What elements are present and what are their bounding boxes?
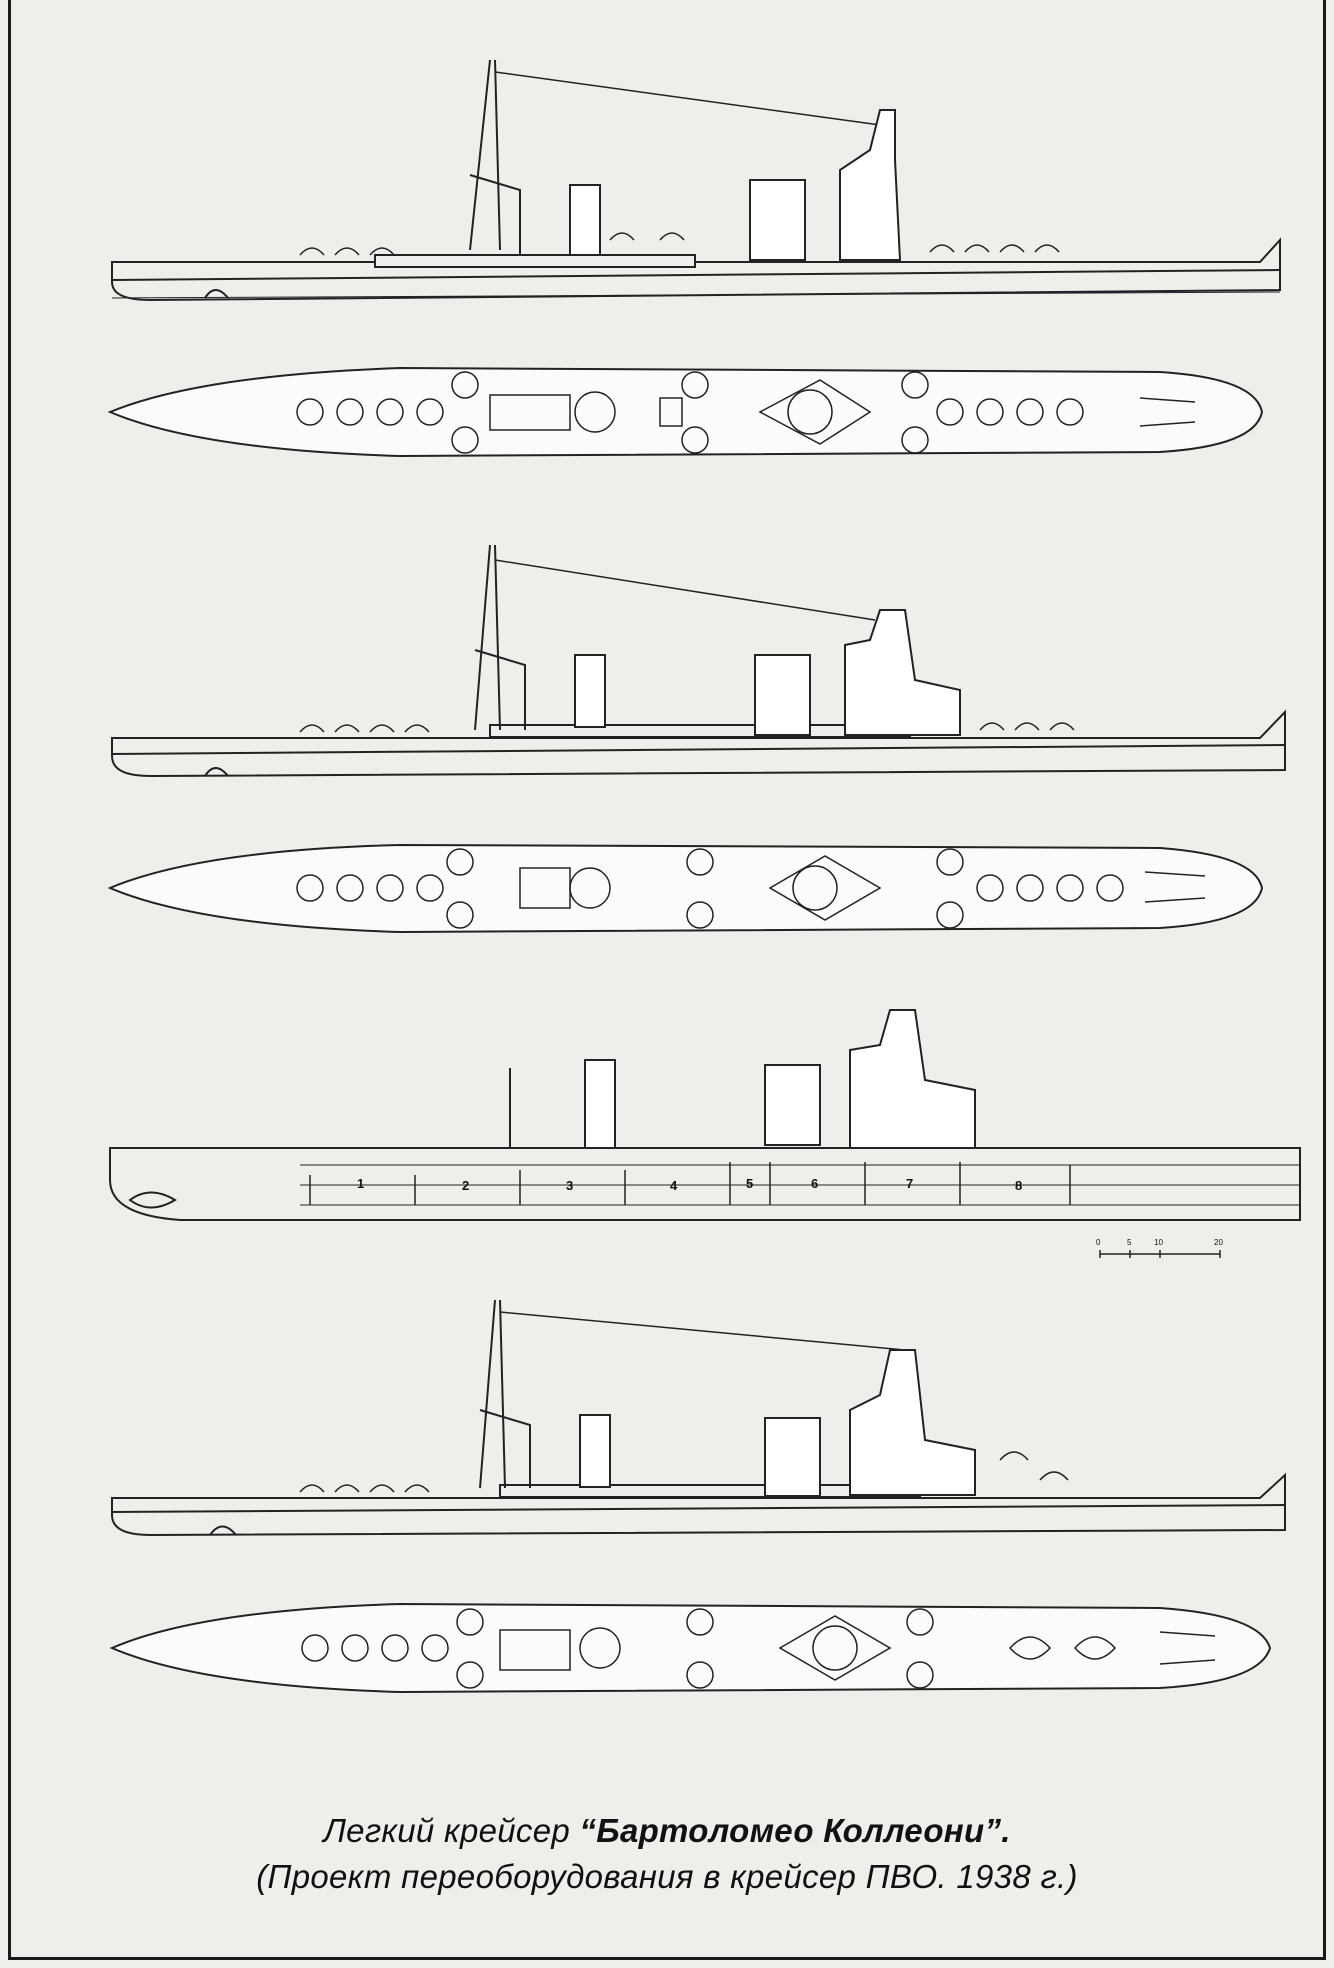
compartment-label: 8 — [1015, 1178, 1023, 1193]
compartment-label: 3 — [566, 1178, 574, 1193]
caption-title: Легкий крейсер “Бартоломео Коллеони”. — [0, 1812, 1334, 1850]
compartment-label: 2 — [462, 1178, 470, 1193]
deck-plan-2 — [107, 843, 1264, 934]
compartment-label: 4 — [670, 1178, 678, 1193]
deck-plan-1 — [107, 366, 1264, 458]
ship-name: “Бартоломео Коллеони”. — [579, 1812, 1011, 1849]
side-profile-1 — [111, 59, 1281, 302]
caption-subtitle: (Проект переоборудования в крейсер ПВО. … — [256, 1858, 1078, 1895]
scale-tick: 10 — [1154, 1238, 1163, 1247]
compartment-label: 1 — [357, 1176, 365, 1191]
compartment-label: 7 — [906, 1176, 914, 1191]
deck-plan-3 — [109, 1602, 1272, 1694]
page-frame — [8, 0, 1326, 1960]
side-profile-2 — [111, 544, 1286, 778]
scale-tick: 0 — [1096, 1238, 1101, 1247]
scale-tick: 20 — [1214, 1238, 1223, 1247]
compartment-label: 6 — [811, 1176, 819, 1191]
compartment-label: 5 — [746, 1176, 754, 1191]
inboard-profile — [109, 1009, 1301, 1221]
caption-prefix: Легкий крейсер — [323, 1812, 580, 1849]
side-profile-3 — [111, 1299, 1286, 1537]
scale-bar — [1099, 1250, 1221, 1258]
scale-tick: 5 — [1127, 1238, 1132, 1247]
